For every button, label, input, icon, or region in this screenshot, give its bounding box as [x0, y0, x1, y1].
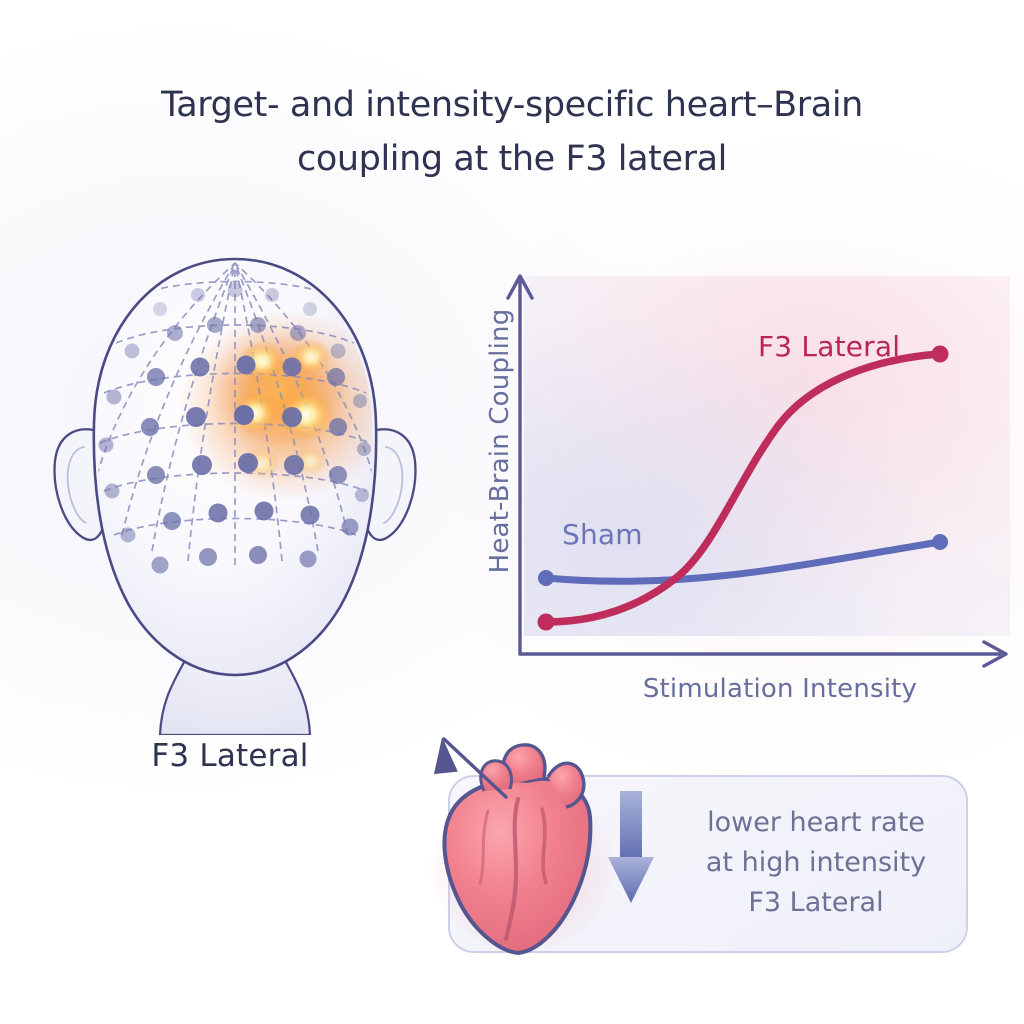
- title-line-1: Target- and intensity-specific heart–Bra…: [161, 85, 863, 125]
- head-caption-label: F3 Lateral: [151, 738, 309, 774]
- axis-arrowheads: [506, 274, 1008, 668]
- heart-illustration-svg: [430, 737, 654, 955]
- coupling-line-chart: Heat-Brain Coupling Stimulation Intensit…: [462, 250, 1024, 730]
- callout-text: lower heart rate at high intensity F3 La…: [680, 803, 952, 923]
- x-axis-label: Stimulation Intensity: [642, 674, 918, 704]
- callout-line-3: F3 Lateral: [748, 887, 884, 918]
- title-line-2: coupling at the F3 lateral: [296, 139, 727, 179]
- heart-icon: [442, 743, 593, 955]
- chart-svg: [506, 274, 1010, 668]
- f3-start-marker: [537, 613, 555, 631]
- sham-start-marker: [538, 570, 554, 586]
- series-label-sham: Sham: [562, 518, 643, 551]
- callout-line-2: at high intensity: [705, 847, 927, 878]
- series-f3-lateral: [537, 345, 949, 631]
- decrease-arrow-icon: [608, 791, 654, 903]
- callout-line-1: lower heart rate: [707, 807, 925, 838]
- head-svg: [53, 257, 417, 737]
- series-label-f3-lateral: F3 Lateral: [758, 330, 901, 363]
- y-axis-label: Heat-Brain Coupling: [485, 308, 515, 574]
- heart-rate-callout: lower heart rate at high intensity F3 La…: [430, 737, 968, 955]
- electrode-array: [98, 282, 371, 574]
- eeg-head-illustration: [10, 235, 460, 737]
- stimulation-input-arrow-icon: [433, 737, 508, 799]
- x-axis-arrow: [982, 640, 1008, 668]
- ear-right-icon: [364, 428, 417, 542]
- page-title: Target- and intensity-specific heart–Bra…: [62, 78, 962, 186]
- chart-axes: [518, 280, 1002, 656]
- y-axis-arrow: [506, 274, 534, 300]
- sham-end-marker: [932, 534, 948, 550]
- f3-end-marker: [931, 345, 949, 363]
- ear-left-icon: [53, 428, 106, 542]
- plot-background: [524, 276, 1010, 636]
- series-sham: [538, 534, 948, 586]
